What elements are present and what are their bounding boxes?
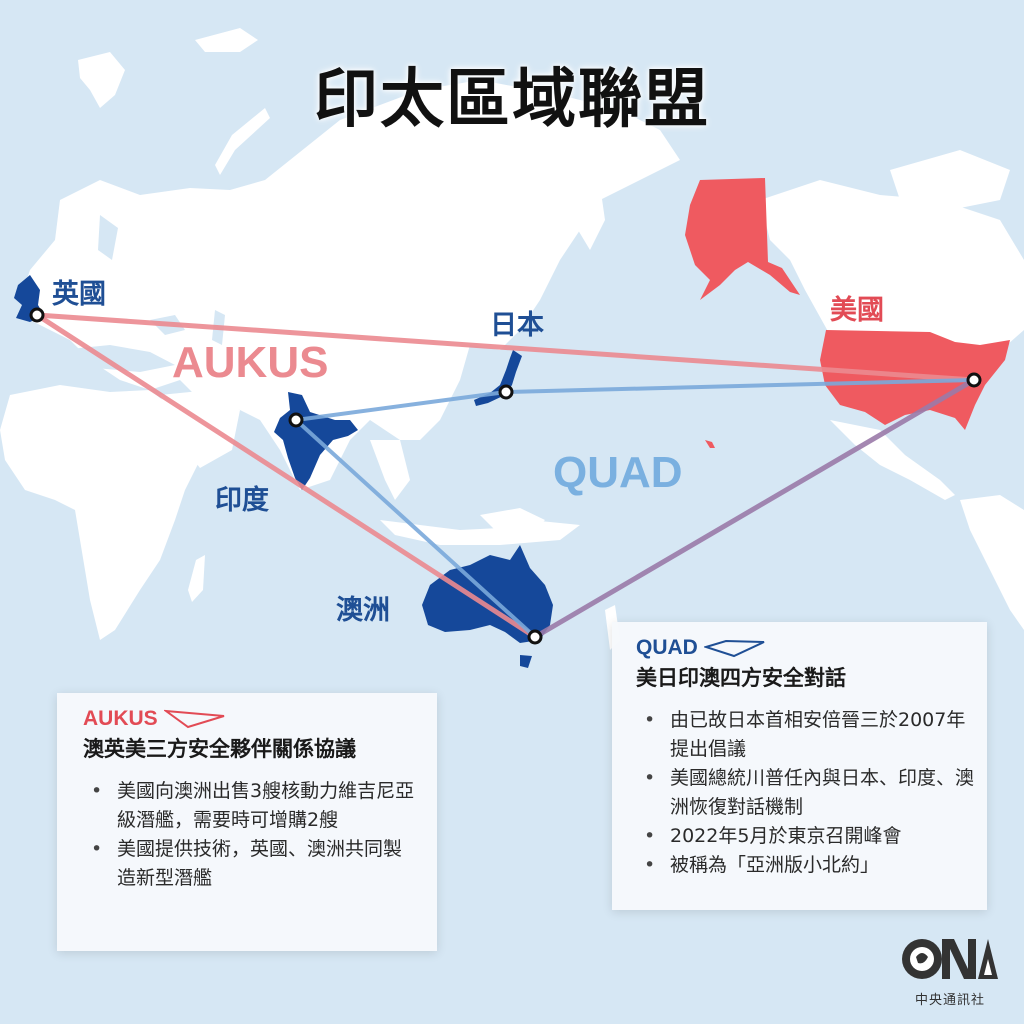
country-label-japan: 日本	[490, 310, 544, 341]
eurasia-landmass	[20, 80, 680, 490]
africa-landmass	[0, 385, 200, 640]
quadrilateral-icon	[703, 639, 765, 658]
quad-map-label: QUAD	[553, 448, 683, 497]
franz-josef-landmass	[195, 28, 258, 52]
page-title: 印太區域聯盟	[314, 63, 710, 137]
mediterranean-sea	[60, 345, 175, 372]
delhi-marker	[288, 412, 304, 428]
se-asia-landmass	[370, 440, 410, 500]
quad-connection-lines	[294, 378, 975, 639]
black-caspian-sea	[150, 310, 225, 345]
svalbard-landmass	[78, 52, 125, 108]
country-label-india: 印度	[215, 485, 269, 516]
us-australia-connection-line	[533, 377, 976, 640]
quad-info-card: QUAD 美日印澳四方安全對話 由已故日本首相安倍晉三於2007年提出倡議 美國…	[612, 622, 987, 910]
aukus-connection-lines	[35, 312, 975, 640]
tokyo-marker	[498, 384, 514, 400]
quad-card-header: QUAD	[636, 636, 987, 660]
cna-logo: 中央通訊社	[900, 935, 1000, 1008]
new-guinea-landmass	[480, 508, 545, 535]
quad-bullet-item: 被稱為「亞洲版小北約」	[636, 851, 980, 880]
quad-bullet-list: 由已故日本首相安倍晉三於2007年提出倡議 美國總統川普任內與日本、印度、澳洲恢…	[636, 706, 987, 880]
aukus-bullet-list: 美國向澳洲出售3艘核動力維吉尼亞級潛艦，需要時可增購2艘 美國提供技術，英國、澳…	[83, 777, 437, 893]
aukus-card-tag: AUKUS	[83, 707, 158, 730]
triangle-icon	[163, 709, 224, 729]
greenland-landmass	[890, 150, 1010, 210]
novaya-zemlya-landmass	[215, 108, 270, 175]
country-label-australia: 澳洲	[336, 595, 390, 626]
aukus-bullet-item: 美國向澳洲出售3艘核動力維吉尼亞級潛艦，需要時可增購2艘	[83, 777, 417, 835]
capital-markers	[29, 307, 982, 645]
country-label-usa: 美國	[830, 295, 884, 326]
quad-card-title: 美日印澳四方安全對話	[636, 666, 846, 690]
south-america-landmass	[960, 495, 1024, 630]
canberra-marker	[527, 629, 543, 645]
quad-bullet-item: 2022年5月於東京召開峰會	[636, 822, 980, 851]
baltic-sea	[98, 215, 118, 260]
quad-card-tag: QUAD	[636, 636, 698, 659]
cna-logo-text: 中央通訊社	[914, 993, 985, 1008]
kamchatka-landmass	[575, 185, 605, 250]
aukus-bullet-item: 美國提供技術，英國、澳洲共同製造新型潛艦	[83, 835, 417, 893]
country-label-uk: 英國	[52, 279, 106, 310]
london-marker	[29, 307, 45, 323]
aukus-map-label: AUKUS	[172, 338, 329, 387]
aukus-card-header: AUKUS	[83, 707, 437, 731]
alaska-shape	[685, 178, 800, 300]
canada-landmass	[760, 180, 1024, 360]
hawaii-shape	[705, 440, 715, 448]
madagascar-landmass	[188, 555, 205, 602]
aukus-card-title: 澳英美三方安全夥伴關係協議	[83, 737, 356, 761]
aukus-info-card: AUKUS 澳英美三方安全夥伴關係協議 美國向澳洲出售3艘核動力維吉尼亞級潛艦，…	[57, 693, 437, 951]
quad-bullet-item: 美國總統川普任內與日本、印度、澳洲恢復對話機制	[636, 764, 980, 822]
cna-logo-mark-icon	[902, 939, 998, 979]
japan-shape	[474, 350, 522, 406]
tasmania-shape	[520, 655, 532, 668]
mexico-central-america-landmass	[830, 420, 955, 500]
washington-marker	[966, 372, 982, 388]
quad-bullet-item: 由已故日本首相安倍晉三於2007年提出倡議	[636, 706, 980, 764]
